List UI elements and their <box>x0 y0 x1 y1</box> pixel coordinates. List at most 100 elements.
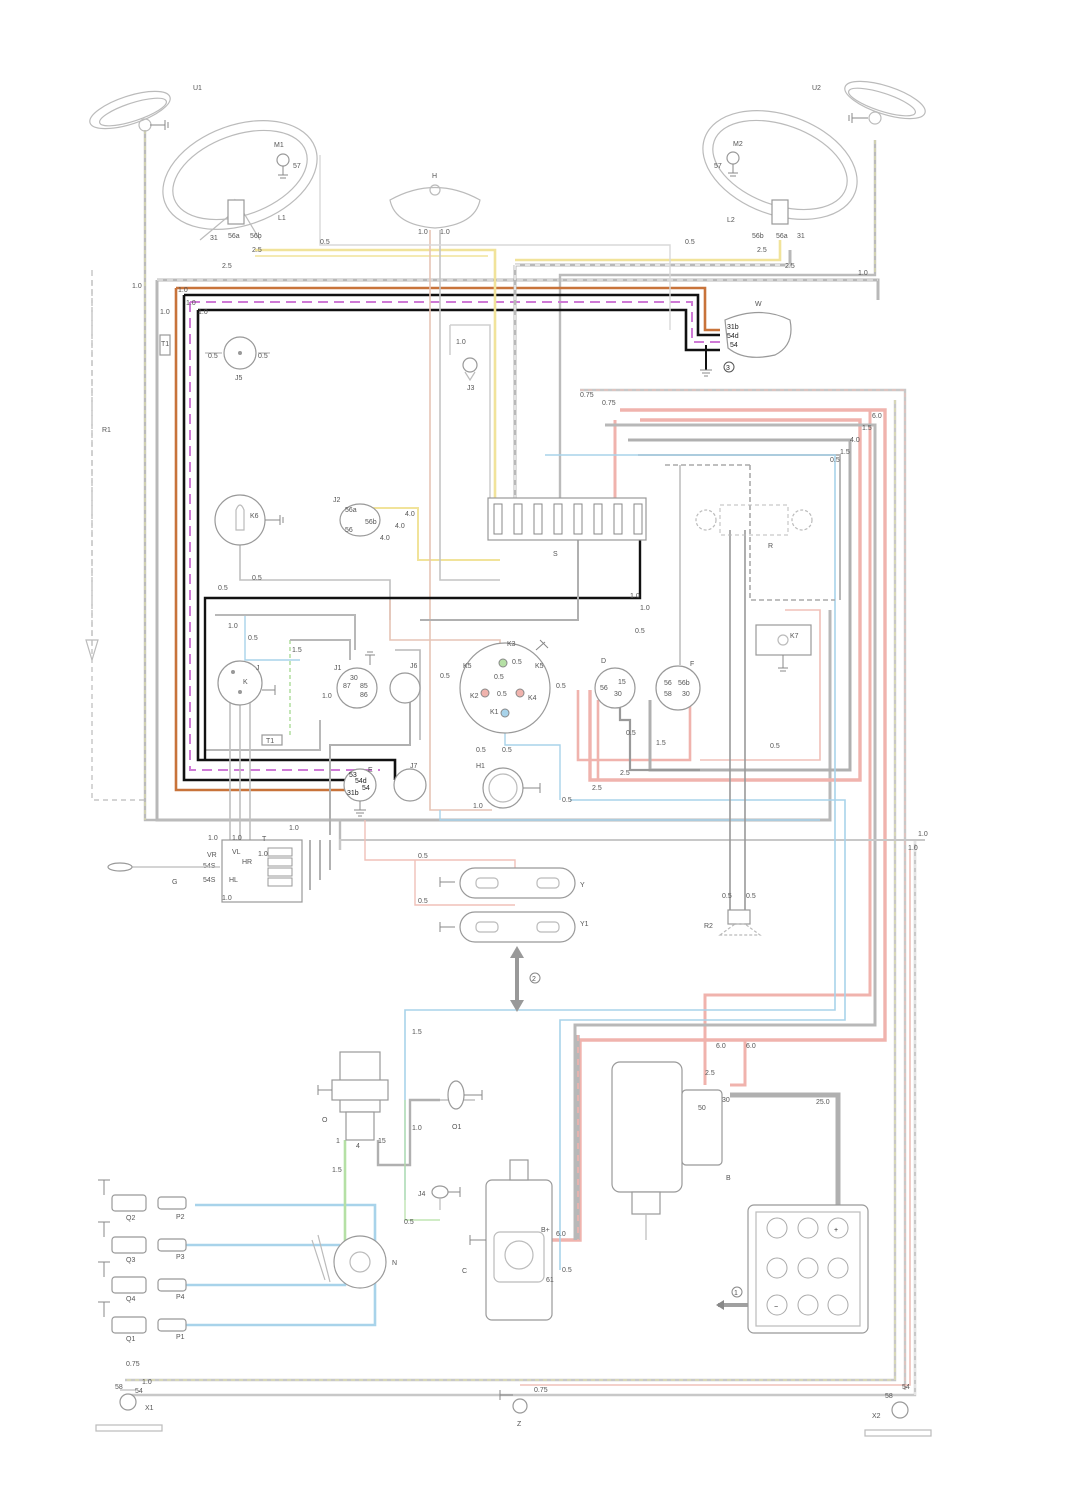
term-T-54S-b: 54S <box>203 877 216 884</box>
wire-size: 2.5 <box>620 770 630 777</box>
label-K1: K1 <box>490 709 499 716</box>
term-F-58: 58 <box>664 691 672 698</box>
wire-size: 1.0 <box>418 229 428 236</box>
wire-grey-dash-J <box>290 639 351 660</box>
wire-size: 0.5 <box>248 635 258 642</box>
label-K5-right: K5 <box>535 663 544 670</box>
label-K: K <box>243 679 248 686</box>
light-K7: K7 <box>755 624 812 672</box>
label-P4: P4 <box>176 1294 185 1301</box>
term-W-54: 54 <box>730 342 738 349</box>
wire-grey-E1 <box>329 700 411 835</box>
label-Q4: Q4 <box>126 1296 135 1303</box>
horn-H: H <box>389 173 481 229</box>
starter-B: B 30 50 <box>611 1061 731 1240</box>
fuse-box-S: S <box>487 497 647 558</box>
callout-1: 1 <box>734 1290 738 1297</box>
wire-j3-loop <box>449 324 491 500</box>
turn-signal-U2: U2 <box>812 80 926 125</box>
wire-blue-4 <box>244 615 300 661</box>
label-W: W <box>755 301 762 308</box>
term-L2-31: 31 <box>797 233 805 240</box>
wire-grey-dash-R1 <box>91 280 145 801</box>
wire-size: 1.0 <box>630 593 640 600</box>
label-J2: J2 <box>333 497 341 504</box>
term-M1-57: 57 <box>293 163 301 170</box>
term-T-HL: HL <box>229 877 238 884</box>
wire-size: 0.5 <box>497 691 507 698</box>
label-K4: K4 <box>528 695 537 702</box>
wire-black-main1 <box>182 293 720 782</box>
switch-J6: J6 <box>389 663 421 704</box>
term-J1-87: 87 <box>343 683 351 690</box>
label-H: H <box>432 173 437 180</box>
wire-size: 0.5 <box>208 353 218 360</box>
connector-T1-lower: T1 <box>261 734 283 746</box>
distributor-N: N <box>311 1234 397 1289</box>
wire-size: 1.0 <box>160 309 170 316</box>
wire-yellow-j2 <box>365 507 500 561</box>
wire-size: 1.5 <box>332 1167 342 1174</box>
wire-size: 1.0 <box>222 895 232 902</box>
label-J5: J5 <box>235 375 243 382</box>
lamp-Y1: Y1 <box>439 911 589 943</box>
wire-red-to-B <box>703 410 872 1085</box>
rear-light-X2: 58 54 X2 <box>864 1384 932 1437</box>
term-D-56: 56 <box>600 685 608 692</box>
turn-signal-U1: U1 <box>89 85 202 132</box>
wire-size: 2.5 <box>785 263 795 270</box>
wire-size: 0.5 <box>218 585 228 592</box>
term-C-B: B+ <box>541 1227 550 1234</box>
wire-size: 2.5 <box>222 263 232 270</box>
license-light-Z: Z <box>499 1390 528 1428</box>
wire-grey-bottom-2 <box>339 839 925 850</box>
ignition-coil-O: O 1 4 15 <box>317 1051 389 1150</box>
wire-size: 1.0 <box>198 309 208 316</box>
wire-yellow-3 <box>515 240 782 262</box>
callout-3: 3 <box>726 365 730 372</box>
switch-J4: J4 <box>418 1185 461 1210</box>
label-P1: P1 <box>176 1334 185 1341</box>
wire-pink-horn <box>429 230 492 811</box>
wire-size: 1.0 <box>858 270 868 277</box>
label-E: E <box>368 767 373 774</box>
label-L1: L1 <box>278 215 286 222</box>
wire-grey-coil <box>376 1098 440 1167</box>
radio-R: R <box>695 504 813 550</box>
wire-size: 0.5 <box>252 575 262 582</box>
term-E-54: 54 <box>362 785 370 792</box>
label-J: J <box>256 665 260 672</box>
term-B-50: 50 <box>698 1105 706 1112</box>
light-switch-F: F 56 56b 58 30 <box>655 661 701 711</box>
wire-size: 1.0 <box>440 229 450 236</box>
label-M1: M1 <box>274 142 284 149</box>
term-M2-57: 57 <box>714 163 722 170</box>
wire-size: 0.5 <box>830 457 840 464</box>
wire-grey-R-dashed <box>749 465 835 601</box>
term-F-30: 30 <box>682 691 690 698</box>
label-K7: K7 <box>790 633 799 640</box>
wire-grey-R2 <box>729 530 746 910</box>
term-X1-58: 58 <box>115 1384 123 1391</box>
wire-size: 6.0 <box>872 413 882 420</box>
wire-size: 1.0 <box>208 835 218 842</box>
wire-size: 0.5 <box>320 239 330 246</box>
wire-size: 6.0 <box>556 1231 566 1238</box>
term-J1-85: 85 <box>360 683 368 690</box>
label-J7: J7 <box>410 763 418 770</box>
wire-size: 0.5 <box>502 747 512 754</box>
wire-size: 1.5 <box>656 740 666 747</box>
wire-lightgrey-top <box>319 155 671 330</box>
label-R2: R2 <box>704 923 713 930</box>
term-W-31b: 31b <box>727 324 739 331</box>
wire-yellow-1 <box>255 248 497 540</box>
wire-size: 1.5 <box>412 1029 422 1036</box>
wire-red-right-inner <box>588 418 862 782</box>
wire-grey-right-1 <box>573 423 877 1240</box>
term-O-1: 1 <box>336 1138 340 1145</box>
label-H1: H1 <box>476 763 485 770</box>
wire-size: 4.0 <box>405 511 415 518</box>
wire-grey-J6 <box>395 649 421 740</box>
wire-size: 1.0 <box>473 803 483 810</box>
term-T-VL: VL <box>232 849 241 856</box>
